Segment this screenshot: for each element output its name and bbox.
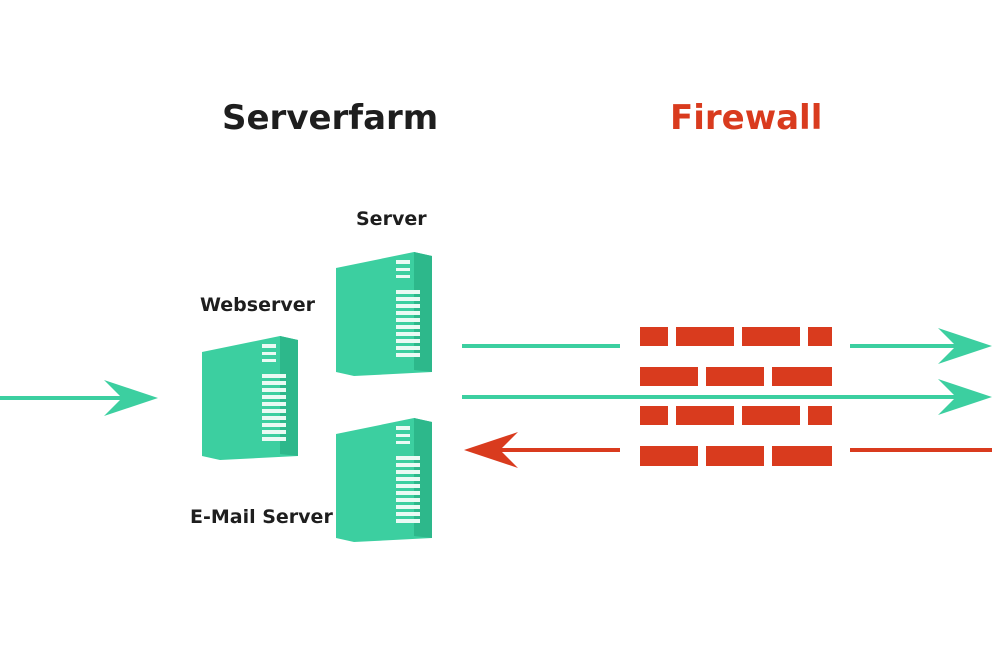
pass-through-arrow <box>462 379 992 415</box>
webserver-label: Webserver <box>200 294 315 316</box>
email-server-icon <box>336 418 432 542</box>
firewall-wall-icon <box>640 327 832 466</box>
serverfarm-heading: Serverfarm <box>222 98 439 138</box>
server-icon <box>336 252 432 376</box>
incoming-arrow <box>0 380 158 416</box>
firewall-heading: Firewall <box>670 98 823 138</box>
server-label: Server <box>356 208 427 230</box>
webserver-icon <box>202 336 298 460</box>
email-server-label: E-Mail Server <box>190 506 333 528</box>
blocked-arrow-left <box>464 432 620 468</box>
outgoing-arrow-right <box>850 328 992 364</box>
